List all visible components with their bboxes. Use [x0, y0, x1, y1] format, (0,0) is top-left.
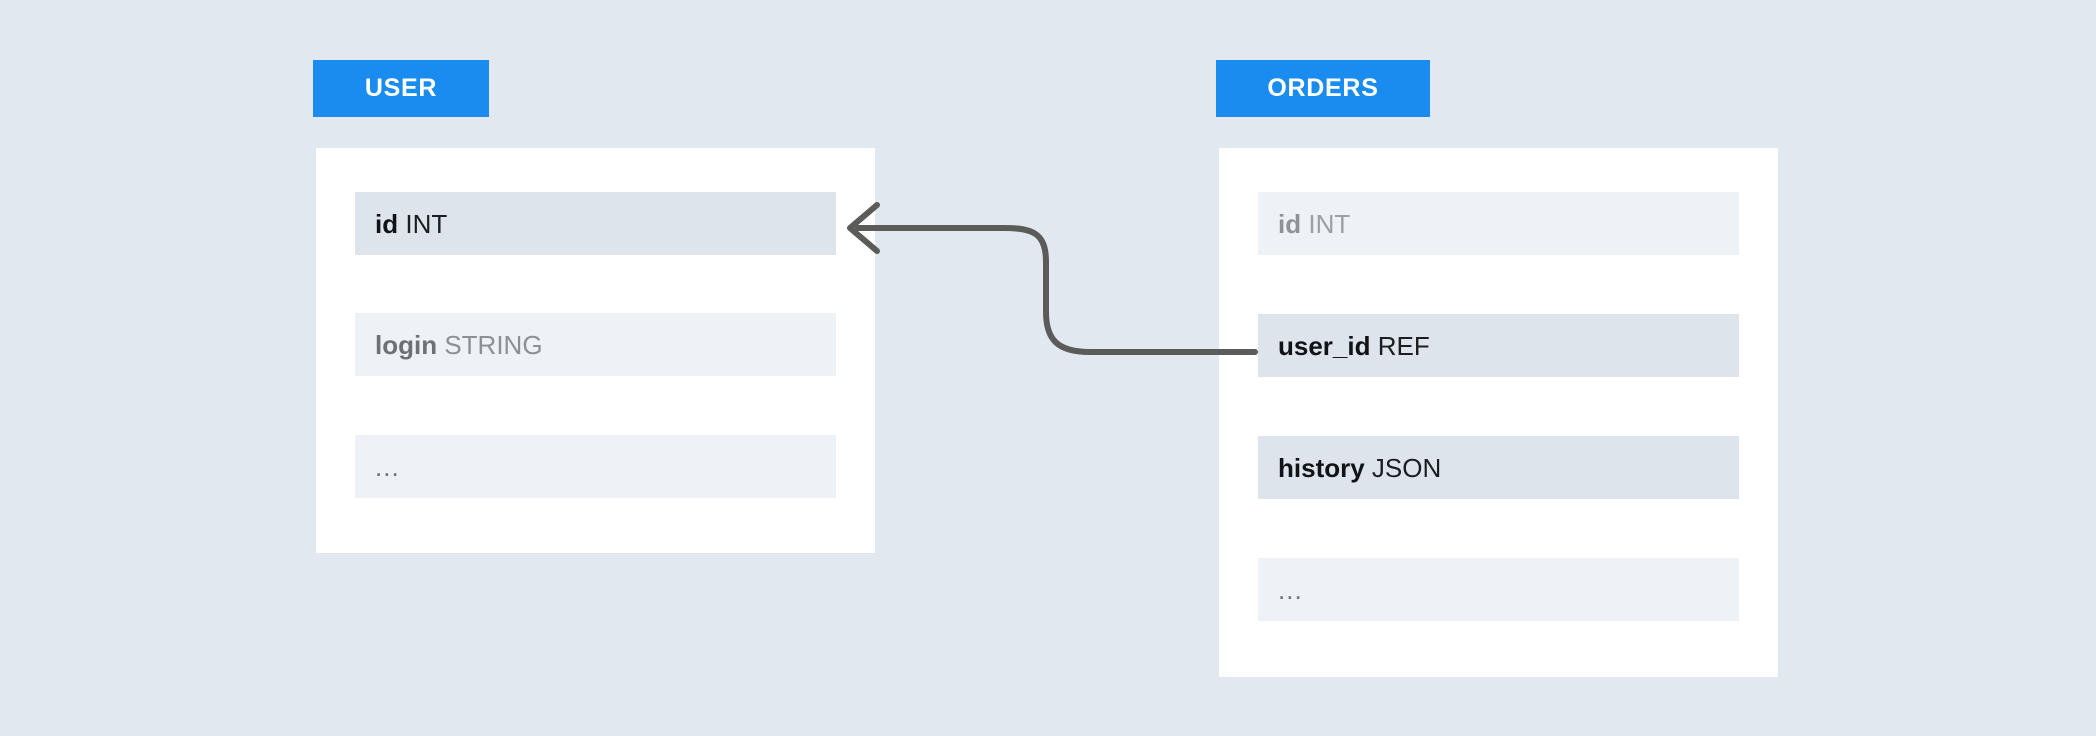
field-label-orders-id: id INT: [1278, 208, 1351, 239]
table-header-user[interactable]: USER: [313, 60, 489, 117]
field-label-orders-user-id: user_id REF: [1278, 330, 1430, 361]
field-row-orders-user-id[interactable]: user_id REF: [1258, 314, 1739, 377]
field-label-orders-more: ...: [1278, 574, 1303, 605]
field-row-orders-id[interactable]: id INT: [1258, 192, 1739, 255]
field-label-orders-history: history JSON: [1278, 452, 1442, 483]
field-row-orders-history[interactable]: history JSON: [1258, 436, 1739, 499]
table-header-label-user: USER: [364, 74, 438, 102]
field-label-user-id: id INT: [375, 208, 448, 239]
field-label-user-login: login STRING: [375, 329, 543, 360]
table-header-orders[interactable]: ORDERS: [1216, 60, 1430, 117]
field-row-user-id[interactable]: id INT: [355, 192, 836, 255]
table-header-label-orders: ORDERS: [1267, 74, 1379, 102]
field-row-user-more[interactable]: ...: [355, 435, 836, 498]
field-row-user-login[interactable]: login STRING: [355, 313, 836, 376]
relationship-line: [855, 225, 1258, 355]
field-label-user-more: ...: [375, 451, 400, 482]
field-row-orders-more[interactable]: ...: [1258, 558, 1739, 621]
